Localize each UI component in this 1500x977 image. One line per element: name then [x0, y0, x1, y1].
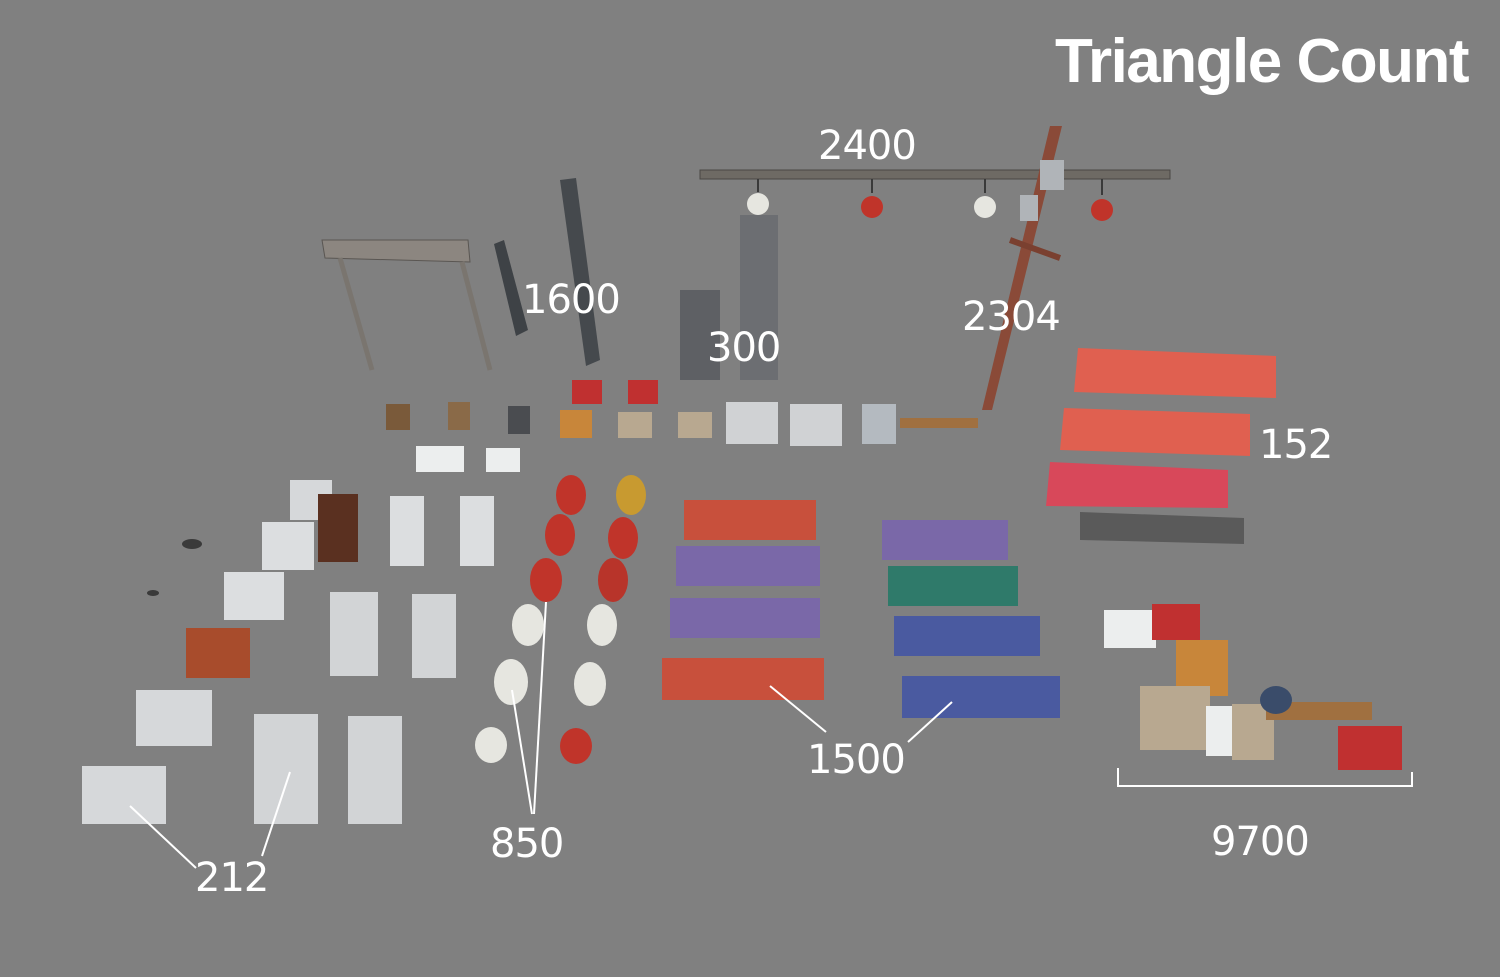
count-label-awnings: 152	[1259, 422, 1333, 468]
red-lantern-icon	[861, 196, 883, 218]
paper-lanterns	[475, 475, 646, 764]
white-lantern-icon	[974, 196, 996, 218]
awnings	[1046, 348, 1276, 544]
red-lantern-icon	[1091, 199, 1113, 221]
lantern-rail	[699, 169, 1171, 221]
clutter-pile	[1104, 604, 1402, 770]
callout-lines	[129, 601, 1413, 869]
callout-line	[907, 701, 953, 743]
noren-curtains	[662, 500, 1060, 718]
callout-line	[261, 771, 291, 857]
utility-pole	[982, 126, 1064, 410]
white-lantern-icon	[747, 193, 769, 215]
gantry-frame	[321, 239, 493, 371]
page-title: Triangle Count	[1055, 27, 1470, 96]
bracket-line	[1117, 768, 1413, 787]
callout-line	[511, 689, 533, 815]
count-label-pipes: 1600	[522, 277, 621, 323]
callout-line	[129, 805, 197, 869]
pipes	[494, 178, 600, 366]
ducts	[680, 215, 778, 380]
count-label-pole: 2304	[962, 294, 1061, 340]
callout-line	[533, 601, 547, 815]
callout-line	[769, 685, 827, 733]
count-label-paper-lanterns: 850	[490, 821, 564, 867]
count-label-noren: 1500	[807, 737, 906, 783]
count-label-lantern-rail: 2400	[818, 123, 917, 169]
signs	[82, 480, 494, 824]
small-props	[386, 380, 978, 472]
count-label-signs: 212	[195, 855, 269, 901]
count-label-ducts: 300	[707, 325, 781, 371]
count-label-clutter-pile: 9700	[1211, 819, 1310, 865]
